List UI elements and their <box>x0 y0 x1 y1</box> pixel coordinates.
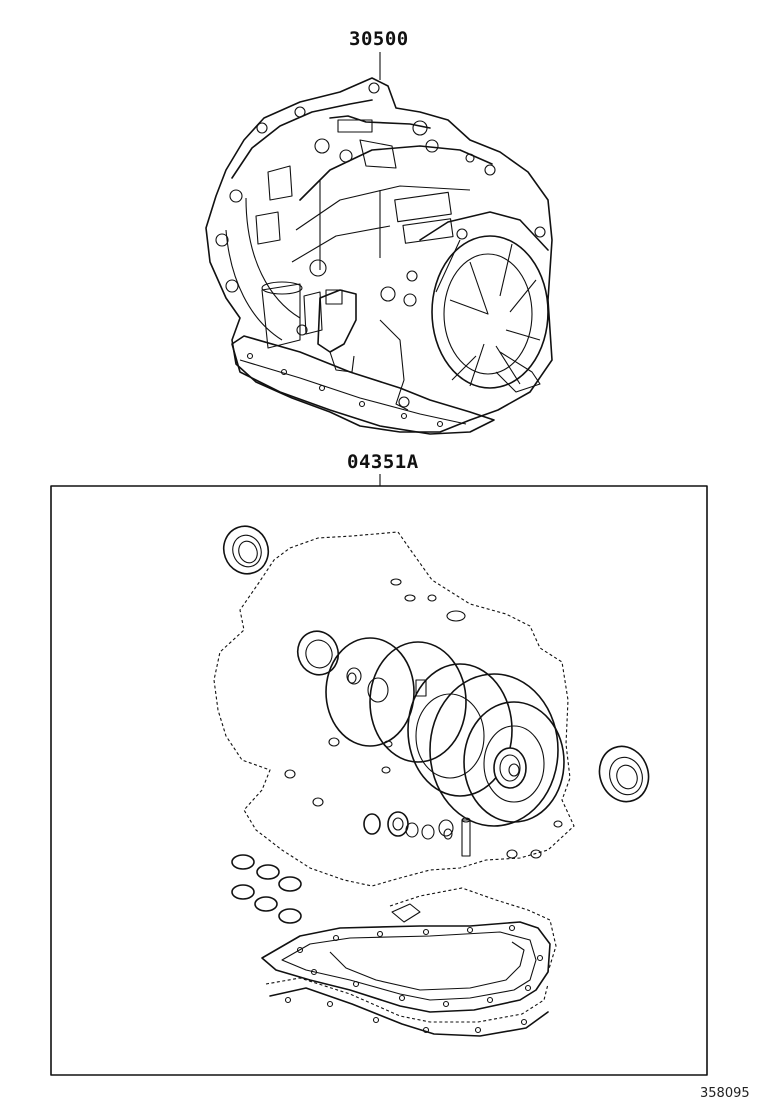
diagram-reference-number: 358095 <box>700 1086 750 1101</box>
gasket-kit-frame <box>50 485 708 1076</box>
transaxle-assembly-icon[interactable] <box>205 77 553 435</box>
overhaul-gasket-kit-icon[interactable] <box>213 520 656 1037</box>
assembly-part-number[interactable]: 30500 <box>349 28 409 50</box>
kit-part-number[interactable]: 04351A <box>347 451 419 473</box>
